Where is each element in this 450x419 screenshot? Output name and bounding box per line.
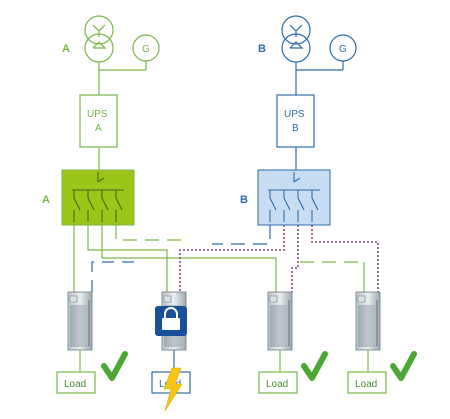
check-icon bbox=[301, 351, 328, 381]
ups-a-line1: UPS bbox=[87, 109, 108, 120]
side-b-supply bbox=[276, 15, 357, 170]
ups-a-box bbox=[79, 94, 118, 148]
load-connectors bbox=[79, 350, 369, 372]
transformer-a-upper-coil bbox=[84, 15, 114, 45]
cabinet-3 bbox=[267, 291, 293, 351]
side-b-label: B bbox=[258, 43, 266, 55]
check-icon bbox=[390, 351, 417, 381]
switchboard-b-label: B bbox=[240, 194, 248, 206]
side-a-label: A bbox=[62, 43, 70, 55]
check-icon bbox=[101, 351, 128, 381]
lightning-bolt-icon bbox=[163, 367, 183, 412]
ups-b-line2: B bbox=[292, 123, 299, 134]
switchboard-a-label: A bbox=[42, 194, 50, 206]
generator-b-label: G bbox=[339, 44, 347, 55]
load-box-1 bbox=[56, 371, 96, 394]
switchboard-a-breakers bbox=[72, 172, 124, 222]
feeders-a bbox=[73, 225, 277, 292]
cabinet-4 bbox=[355, 291, 381, 351]
cabinet-1 bbox=[67, 291, 93, 351]
ups-a-line2: A bbox=[95, 123, 102, 134]
load-label-1: Load bbox=[64, 379, 86, 390]
switchboard-b-breakers bbox=[268, 172, 320, 222]
ups-b-box bbox=[276, 94, 315, 148]
load-label-3: Load bbox=[266, 379, 288, 390]
generator-a-label: G bbox=[142, 44, 150, 55]
lock-icon bbox=[155, 306, 187, 336]
ups-b-line1: UPS bbox=[284, 109, 305, 120]
feeders-a-continuation bbox=[300, 261, 365, 292]
load-box-4 bbox=[347, 371, 387, 394]
feeders-b bbox=[91, 225, 271, 292]
feeders-b-purple bbox=[179, 225, 379, 292]
transformer-b-upper-coil bbox=[281, 15, 311, 45]
load-label-4: Load bbox=[355, 379, 377, 390]
side-a-supply bbox=[79, 15, 160, 170]
load-box-3 bbox=[258, 371, 298, 394]
